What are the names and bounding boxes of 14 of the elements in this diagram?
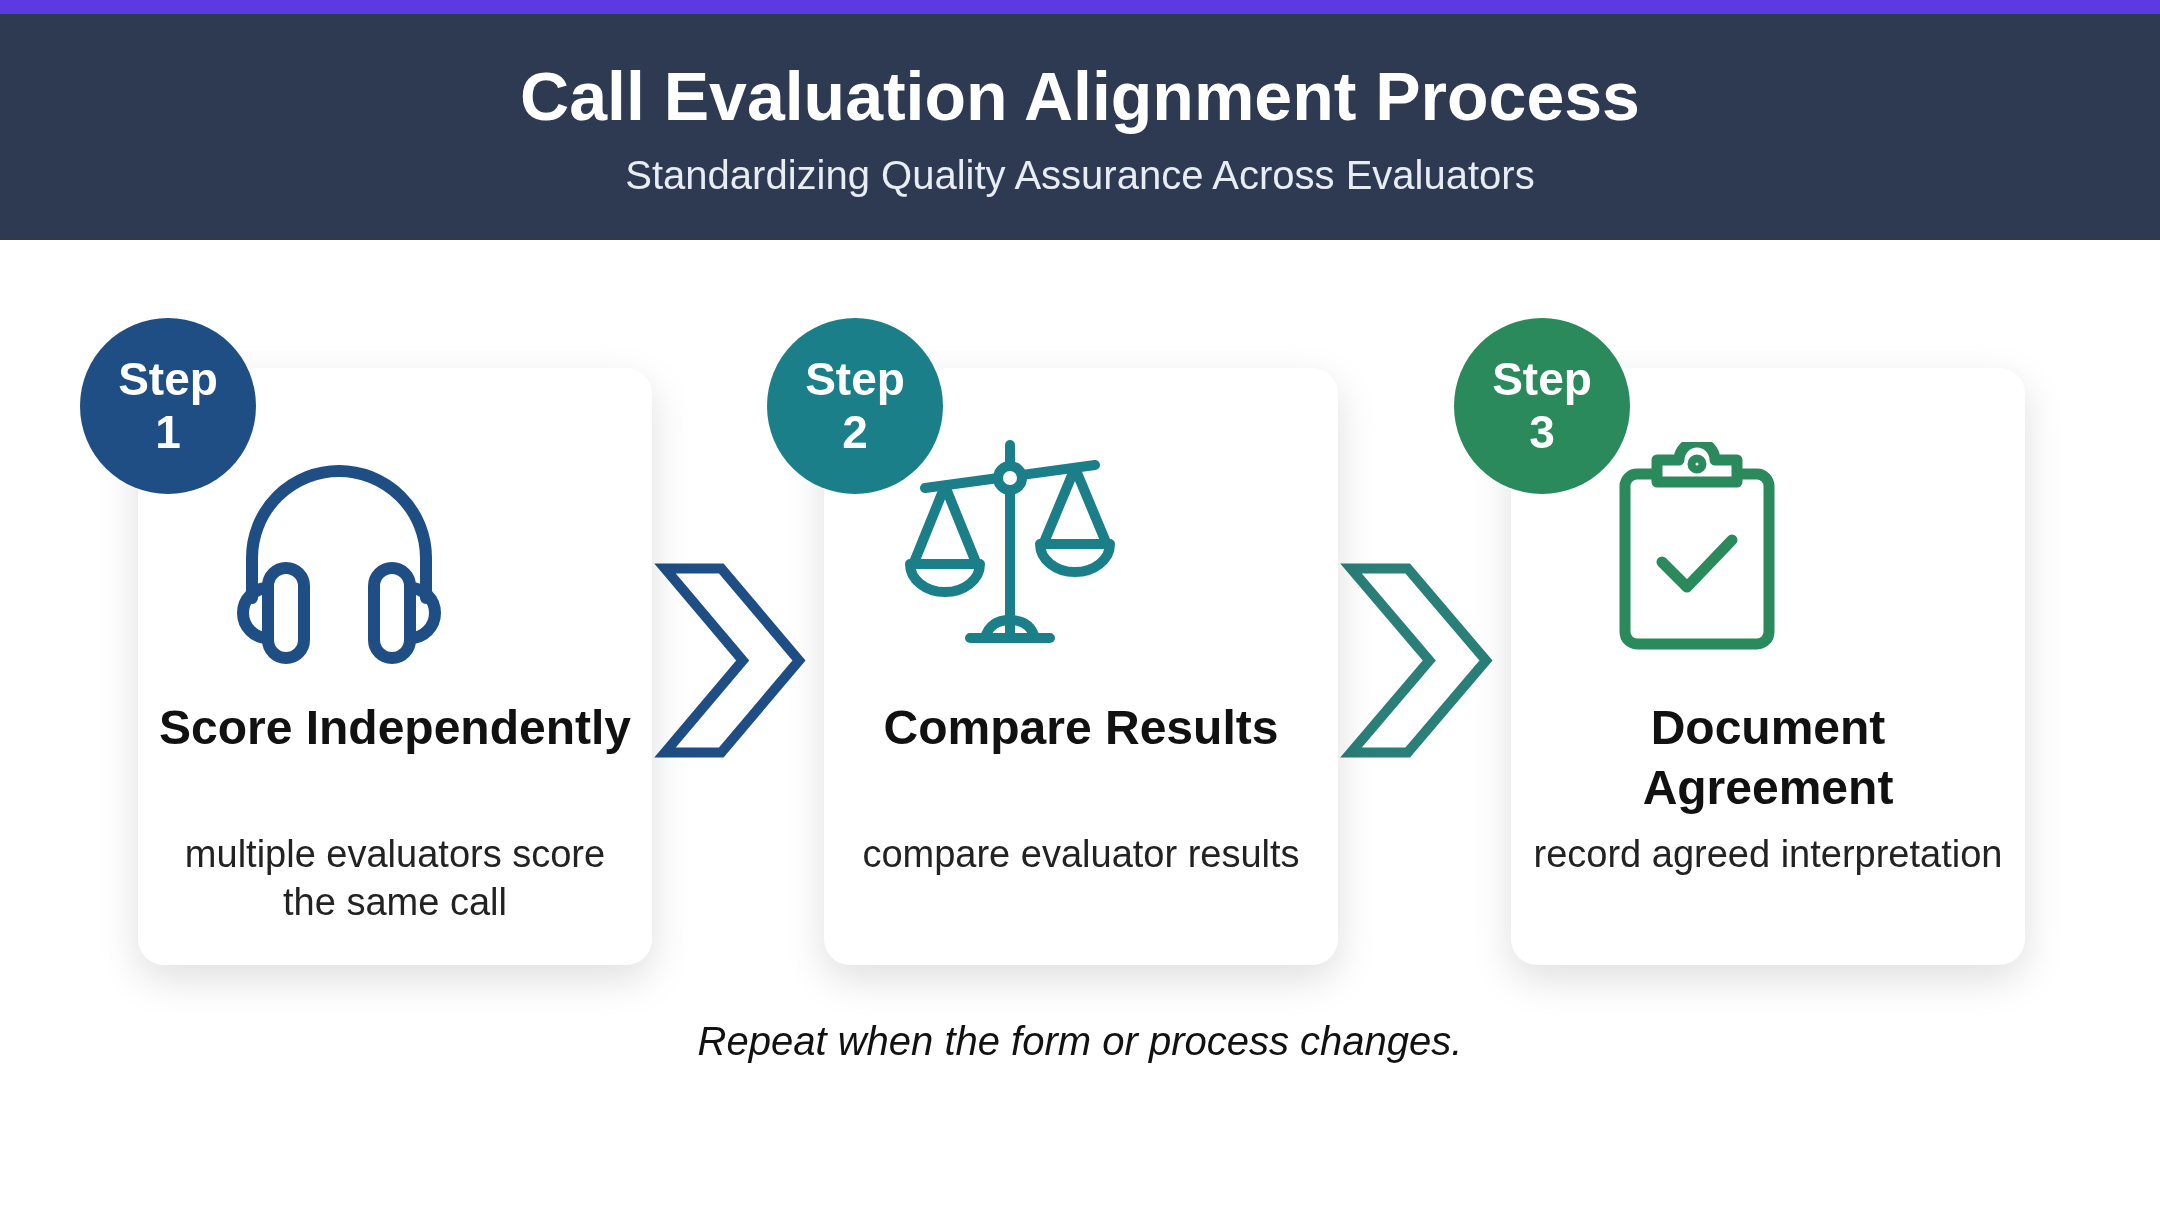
step-badge: Step 2 [767,318,943,494]
step-badge: Step 3 [1454,318,1630,494]
step-description: compare evaluator results [861,832,1301,877]
step-heading: Score Independently [157,700,633,756]
caption: Repeat when the form or process changes. [696,1018,1464,1065]
step-heading: Document Agreement [1641,700,1895,816]
step-description: record agreed interpretation [1532,832,2004,877]
step-heading: Compare Results [882,700,1280,756]
step-description: multiple evaluators score the same call [183,832,607,925]
subtitle: Standardizing Quality Assurance Across Evaluators [624,152,1536,199]
chevron-arrow [1340,563,1493,758]
title: Call Evaluation Alignment Process [519,57,1641,136]
step-badge: Step 1 [80,318,256,494]
chevron-arrow [654,563,806,758]
